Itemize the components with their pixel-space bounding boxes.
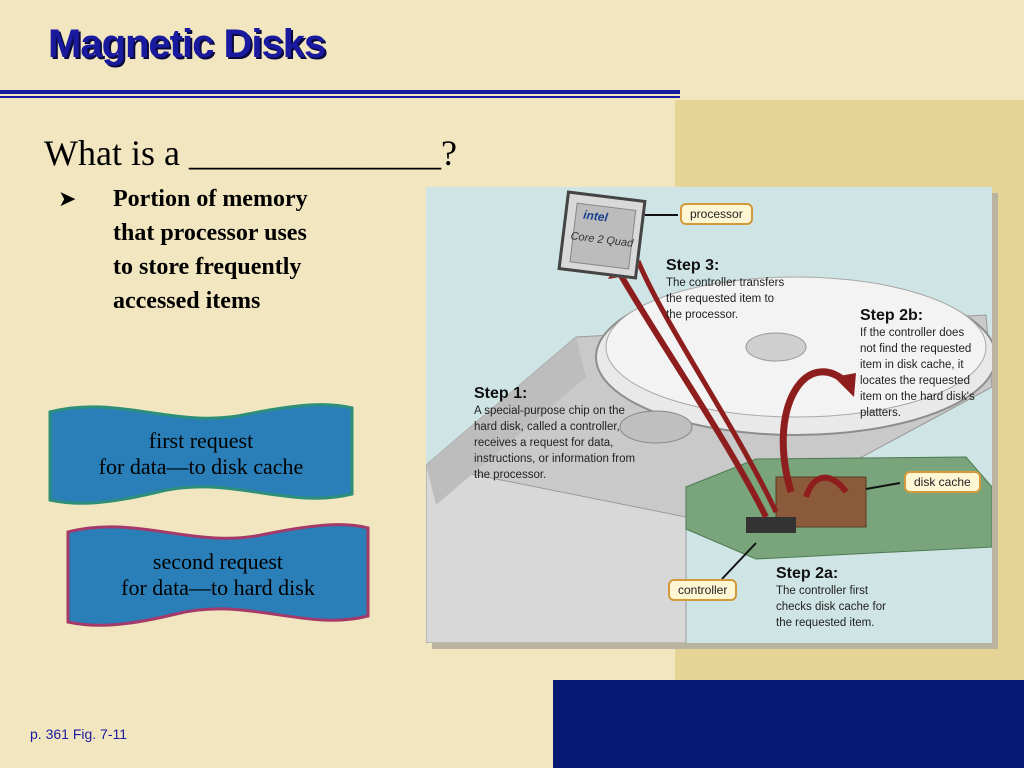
cpu-chip: intel Core 2 Quad bbox=[557, 190, 647, 280]
step2b-heading: Step 2b: bbox=[860, 307, 924, 324]
first-request-banner: first request for data—to disk cache bbox=[48, 400, 354, 508]
title-divider bbox=[0, 90, 680, 94]
banner-shape bbox=[48, 403, 354, 505]
processor-callout: processor bbox=[680, 203, 753, 225]
banner-shape bbox=[66, 523, 370, 627]
step1-body: A special-purpose chip on the hard disk,… bbox=[474, 405, 636, 481]
step2a-heading: Step 2a: bbox=[776, 565, 839, 582]
step2b-label: Step 2b: If the controller does not find… bbox=[860, 307, 978, 421]
question-text: What is a ______________? bbox=[44, 133, 457, 173]
step1-label: Step 1: A special-purpose chip on the ha… bbox=[474, 385, 642, 483]
step1-heading: Step 1: bbox=[474, 385, 528, 402]
step3-label: Step 3: The controller transfers the req… bbox=[666, 257, 786, 323]
hard-disk-illustration bbox=[426, 214, 992, 643]
step2a-label: Step 2a: The controller first checks dis… bbox=[776, 565, 900, 631]
step3-heading: Step 3: bbox=[666, 257, 720, 274]
title-divider-thin bbox=[0, 96, 680, 98]
step3-body: The controller transfers the requested i… bbox=[666, 277, 785, 321]
step2a-body: The controller first checks disk cache f… bbox=[776, 585, 886, 629]
figure-caption: p. 361 Fig. 7-11 bbox=[30, 726, 128, 742]
bullet-arrow-icon: ➤ bbox=[58, 186, 77, 211]
disk-cache-callout: disk cache bbox=[904, 471, 981, 493]
banner-line-2: for data—to disk cache bbox=[98, 454, 304, 479]
slide-title: Magnetic Disks bbox=[48, 22, 326, 66]
bullet-text: Portion of memory that processor uses to… bbox=[113, 186, 308, 314]
banner-line-1: second request bbox=[152, 549, 284, 574]
banner-line-2: for data—to hard disk bbox=[121, 575, 315, 600]
cpu-brand: intel bbox=[582, 207, 609, 225]
second-request-banner: second request for data—to hard disk bbox=[66, 520, 370, 630]
footer-accent-block bbox=[553, 680, 1024, 768]
banner-line-1: first request bbox=[148, 428, 254, 453]
disk-cache-figure: intel Core 2 Quad processor disk cache c… bbox=[426, 187, 992, 643]
controller-callout: controller bbox=[668, 579, 738, 601]
step2b-body: If the controller does not find the requ… bbox=[860, 327, 975, 419]
